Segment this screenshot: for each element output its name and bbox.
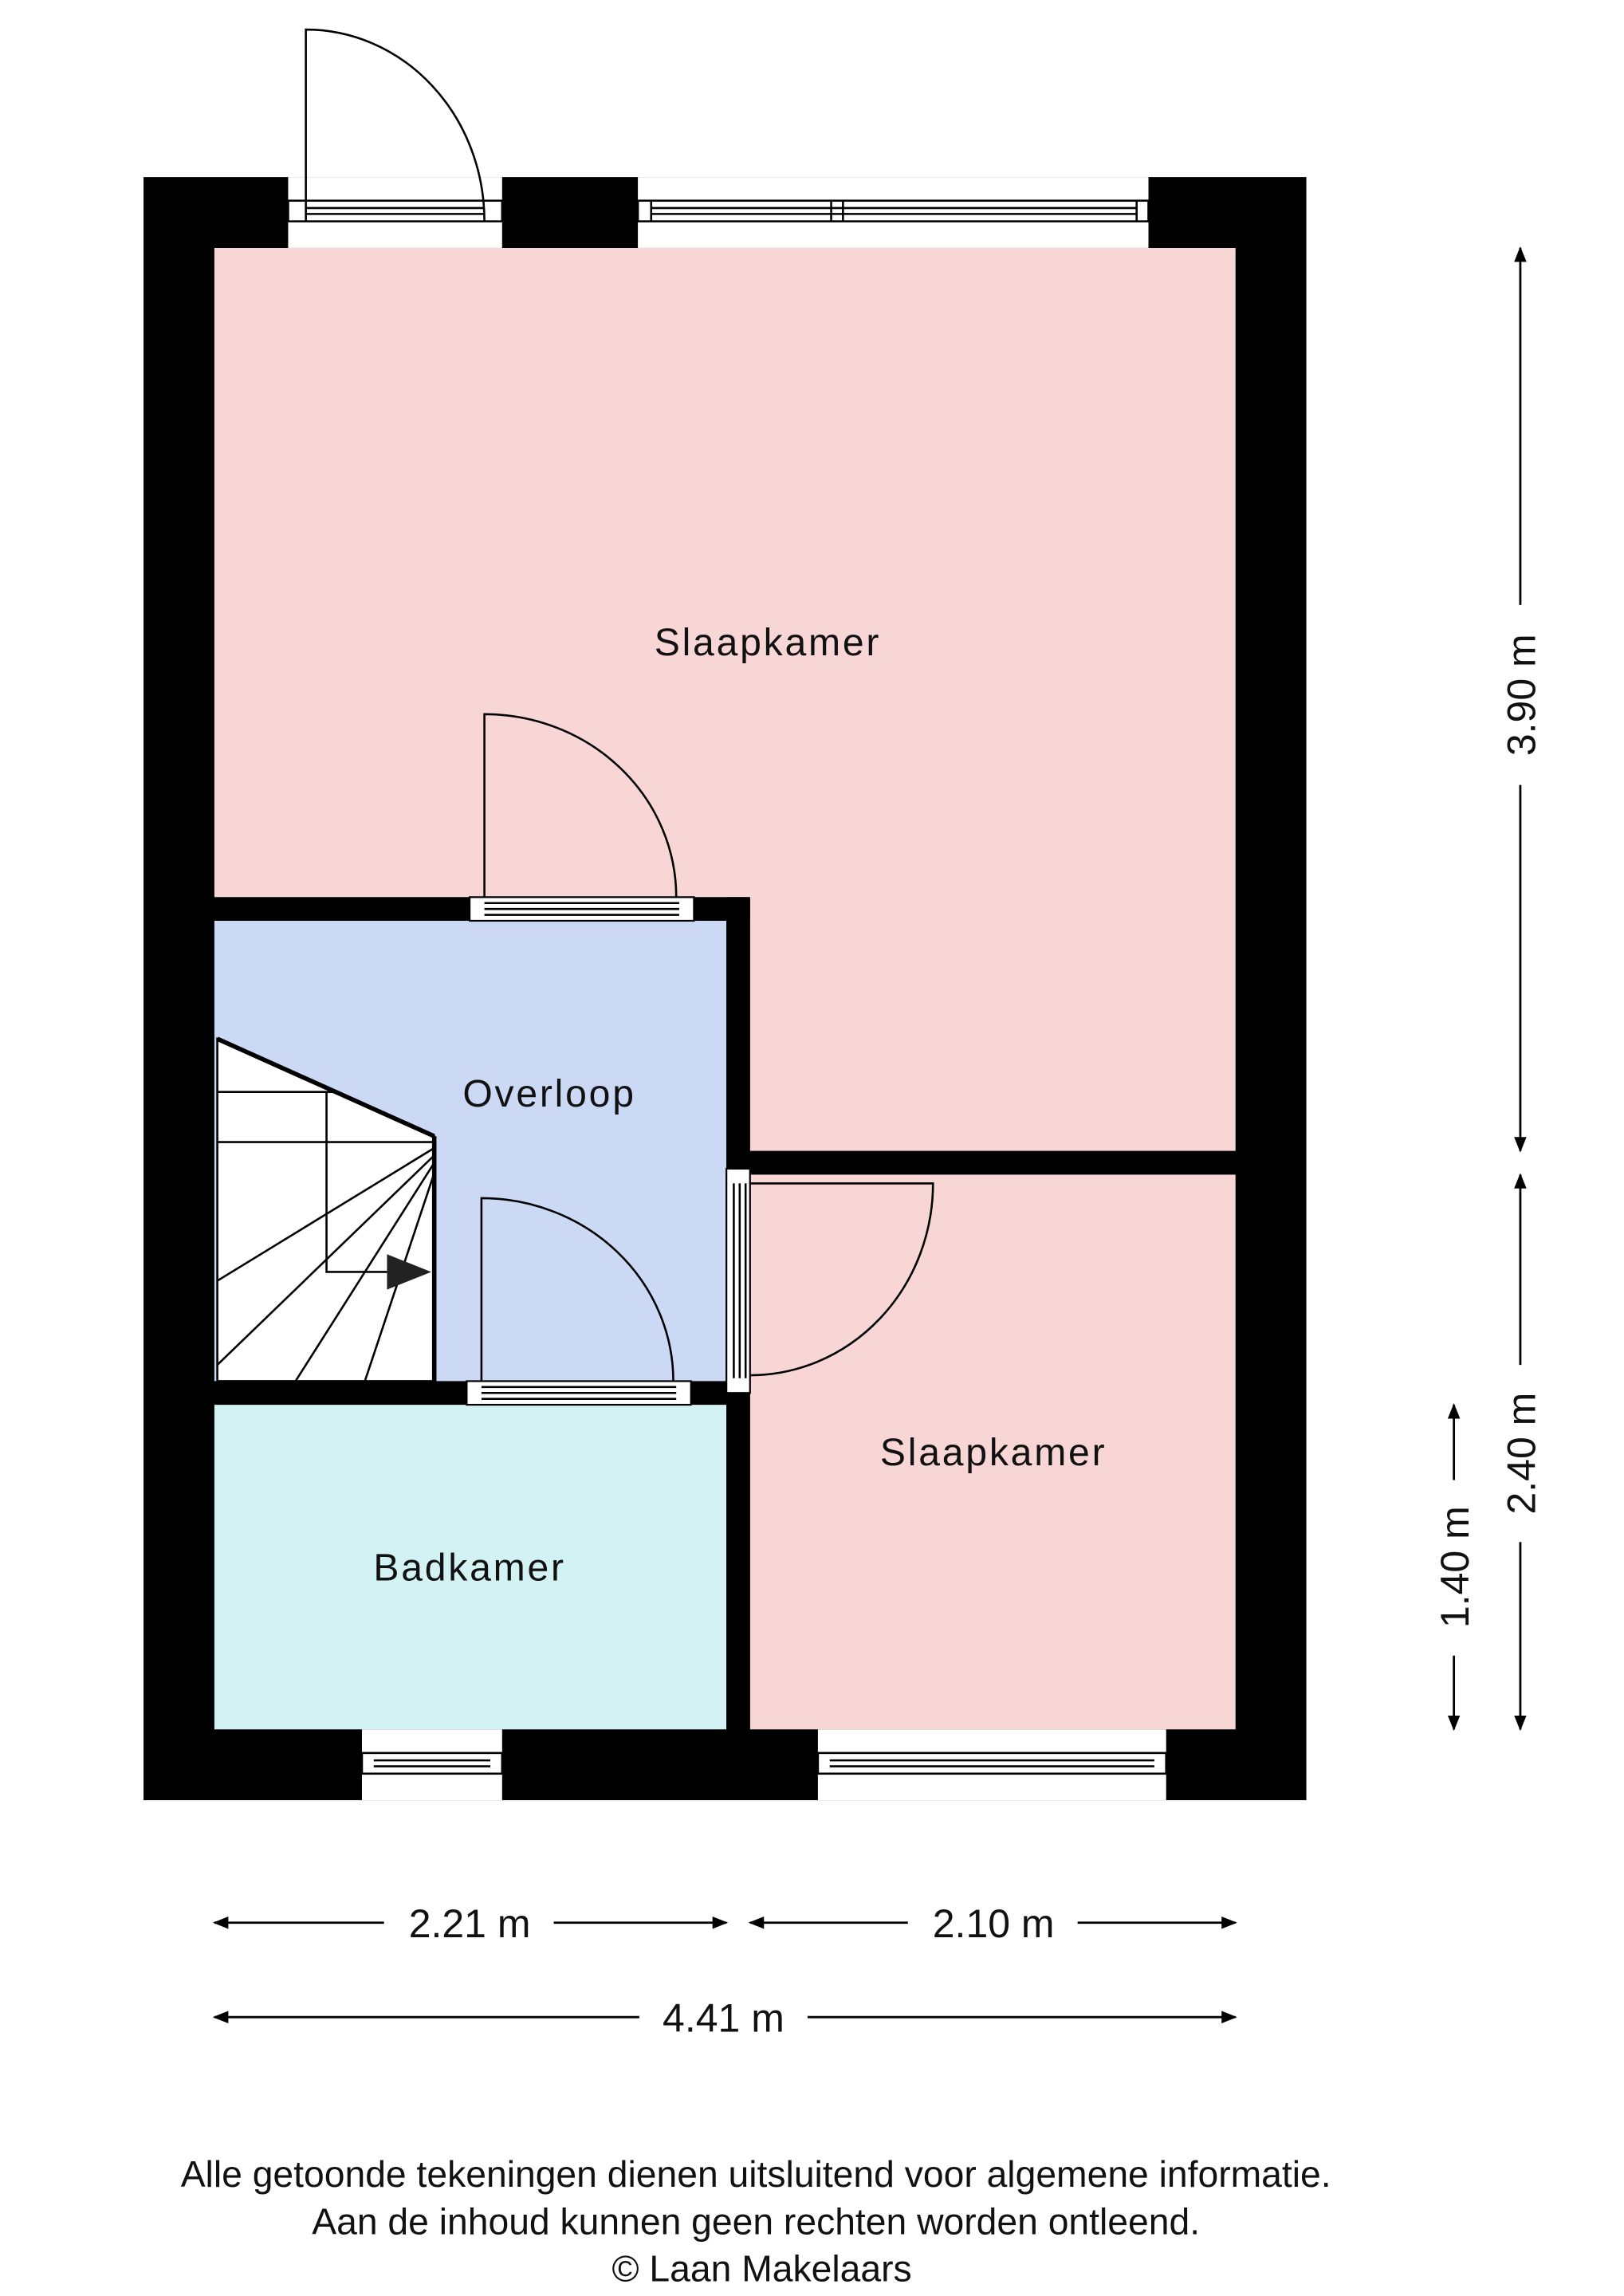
svg-text:2.21 m: 2.21 m (409, 1901, 531, 1946)
dimension-bottom-right: 2.10 m (748, 1901, 1237, 1946)
svg-text:2.10 m: 2.10 m (933, 1901, 1055, 1946)
room-bathroom (214, 1405, 727, 1730)
dimension-right-lower: 2.40 m (1499, 1173, 1543, 1732)
room-label-landing: Overloop (462, 1072, 635, 1115)
room-label-bedroom-large: Slaapkamer (655, 621, 881, 664)
door-bedroom-large (468, 713, 695, 922)
front-door (287, 28, 504, 248)
svg-text:4.41 m: 4.41 m (663, 1996, 784, 2041)
interior-wall (749, 1150, 1236, 1175)
disclaimer-line-2: Aan de inhoud kunnen geen rechten worden… (312, 2200, 1200, 2242)
dimension-right-upper: 3.90 m (1499, 246, 1543, 1153)
room-bedroom-small (749, 1174, 1236, 1730)
room-label-bathroom: Badkamer (373, 1546, 565, 1589)
room-bedroom-large (214, 247, 1236, 1151)
window-top (636, 177, 1150, 248)
room-label-bedroom-small: Slaapkamer (880, 1431, 1107, 1474)
stair-direction-arrow (387, 1254, 431, 1290)
svg-text:2.40 m: 2.40 m (1499, 1393, 1543, 1515)
copyright: © Laan Makelaars (611, 2247, 911, 2289)
window-bedroom-small (816, 1729, 1168, 1801)
door-bedroom-small (725, 1167, 934, 1394)
svg-text:3.90 m: 3.90 m (1499, 634, 1543, 756)
dimension-right-bath: 1.40 m (1433, 1403, 1477, 1732)
window-bathroom (360, 1729, 504, 1801)
door-bathroom (466, 1197, 692, 1406)
dimension-bottom-total: 4.41 m (212, 1996, 1237, 2041)
disclaimer-line-1: Alle getoonde tekeningen dienen uitsluit… (181, 2153, 1331, 2195)
staircase (216, 1036, 437, 1382)
svg-text:1.40 m: 1.40 m (1433, 1506, 1477, 1628)
dimension-bottom-left: 2.21 m (212, 1901, 729, 1946)
